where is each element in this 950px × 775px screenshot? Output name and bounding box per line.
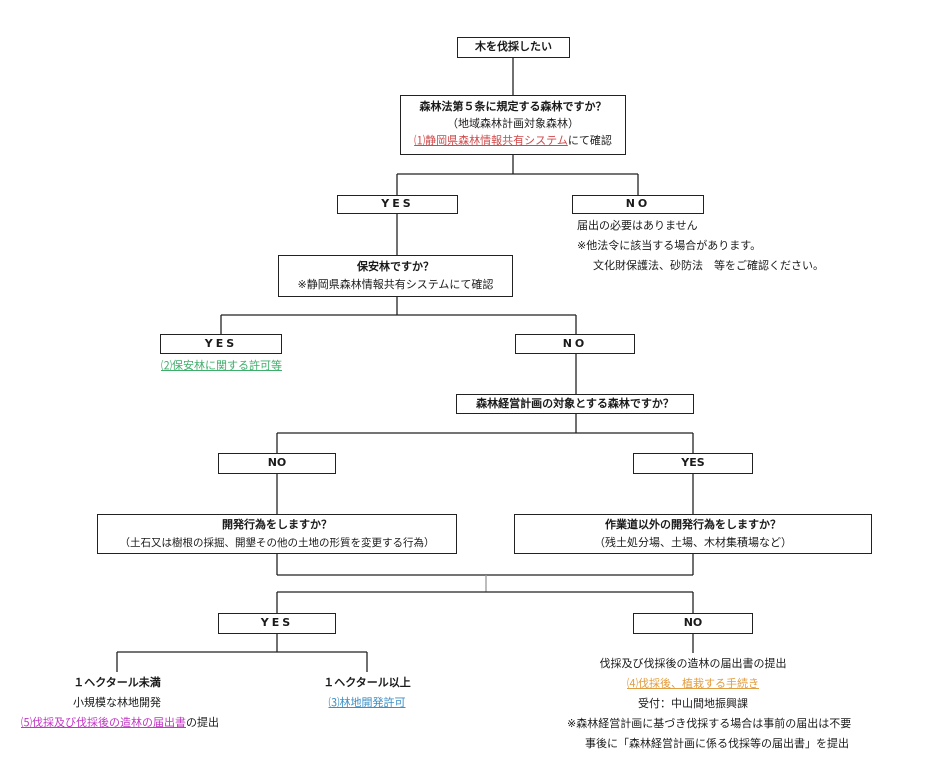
management-plan-question-box: 森林経営計画の対象とする森林ですか？ xyxy=(456,394,694,414)
q5-no-box: NO xyxy=(633,613,753,634)
forest-law-note: （地域森林計画対象森林） xyxy=(447,117,579,130)
protection-forest-question: 保安林ですか？ xyxy=(357,260,434,273)
start-label: 木を伐採したい xyxy=(475,40,552,53)
non-road-development-note: （残土処分場、土場、木材集積場など） xyxy=(594,536,792,549)
protection-forest-note: ※静岡県森林情報共有システムにて確認 xyxy=(297,278,494,291)
forest-info-system-link[interactable]: ⑴静岡県森林情報共有システム xyxy=(414,134,568,147)
non-road-development-question: 作業道以外の開発行為をしますか？ xyxy=(605,518,781,531)
no-notice-required: 届出の必要はありません xyxy=(577,219,698,232)
management-plan-exemption-note: ※森林経営計画に基づき伐採する場合は事前の届出は不要 xyxy=(567,717,852,730)
protection-forest-question-box: 保安林ですか？ ※静岡県森林情報共有システムにて確認 xyxy=(278,255,513,297)
development-question: 開発行為をしますか？ xyxy=(222,518,332,531)
felling-notice-link[interactable]: ⑸伐採及び伐採後の造林の届出書 xyxy=(21,716,186,729)
q2-no-label: NO xyxy=(562,337,588,350)
small-scale-development: 小規模な林地開発 xyxy=(73,696,161,709)
q5-yes-label: YES xyxy=(260,616,294,629)
felling-notice-suffix: の提出 xyxy=(186,716,219,729)
under-one-hectare-title: １ヘクタール未満 xyxy=(73,676,161,689)
q2-yes-box: YES xyxy=(160,334,282,354)
forest-law-question-box: 森林法第５条に規定する森林ですか？ （地域森林計画対象森林） ⑴静岡県森林情報共… xyxy=(400,95,626,155)
development-question-box: 開発行為をしますか？ （土石又は樹根の採掘、開墾その他の土地の形質を変更する行為… xyxy=(97,514,457,554)
non-road-development-question-box: 作業道以外の開発行為をしますか？ （残土処分場、土場、木材集積場など） xyxy=(514,514,872,554)
forest-law-question: 森林法第５条に規定する森林ですか？ xyxy=(419,100,607,113)
management-plan-question: 森林経営計画の対象とする森林ですか？ xyxy=(476,397,674,410)
q2-yes-label: YES xyxy=(204,337,238,350)
q1-yes-box: YES xyxy=(337,195,458,214)
q3-no-label: NO xyxy=(267,456,287,469)
q3-no-box: NO xyxy=(218,453,336,474)
protection-forest-permit-link[interactable]: ⑵保安林に関する許可等 xyxy=(161,359,282,372)
start-box: 木を伐採したい xyxy=(457,37,570,58)
q2-no-box: NO xyxy=(515,334,635,354)
forest-development-permit-link[interactable]: ⑶林地開発許可 xyxy=(328,696,406,709)
q3-yes-label: YES xyxy=(681,456,705,469)
q1-no-label: NO xyxy=(625,197,651,210)
q5-no-label: NO xyxy=(683,616,703,629)
over-one-hectare-title: １ヘクタール以上 xyxy=(323,676,411,689)
q1-no-box: NO xyxy=(572,195,704,214)
forest-law-check-line: ⑴静岡県森林情報共有システムにて確認 xyxy=(401,132,625,149)
post-felling-report-note: 事後に「森林経営計画に係る伐採等の届出書」を提出 xyxy=(585,737,849,750)
reception-office: 受付：中山間地振興課 xyxy=(638,697,748,710)
q3-yes-box: YES xyxy=(633,453,753,474)
felling-notice-submission: 伐採及び伐採後の造林の届出書の提出 xyxy=(599,657,787,670)
other-laws-examples: 文化財保護法、砂防法 等をご確認ください。 xyxy=(593,259,824,272)
development-note: （土石又は樹根の採掘、開墾その他の土地の形質を変更する行為） xyxy=(119,537,435,549)
forest-info-system-suffix: にて確認 xyxy=(567,134,612,147)
replanting-procedure-link[interactable]: ⑷伐採後、植栽する手続き xyxy=(627,677,759,690)
other-laws-note: ※他法令に該当する場合があります。 xyxy=(577,239,762,252)
small-scale-notice-line: ⑸伐採及び伐採後の造林の届出書の提出 xyxy=(21,715,219,731)
q1-yes-label: YES xyxy=(381,197,414,210)
q5-yes-box: YES xyxy=(218,613,336,634)
